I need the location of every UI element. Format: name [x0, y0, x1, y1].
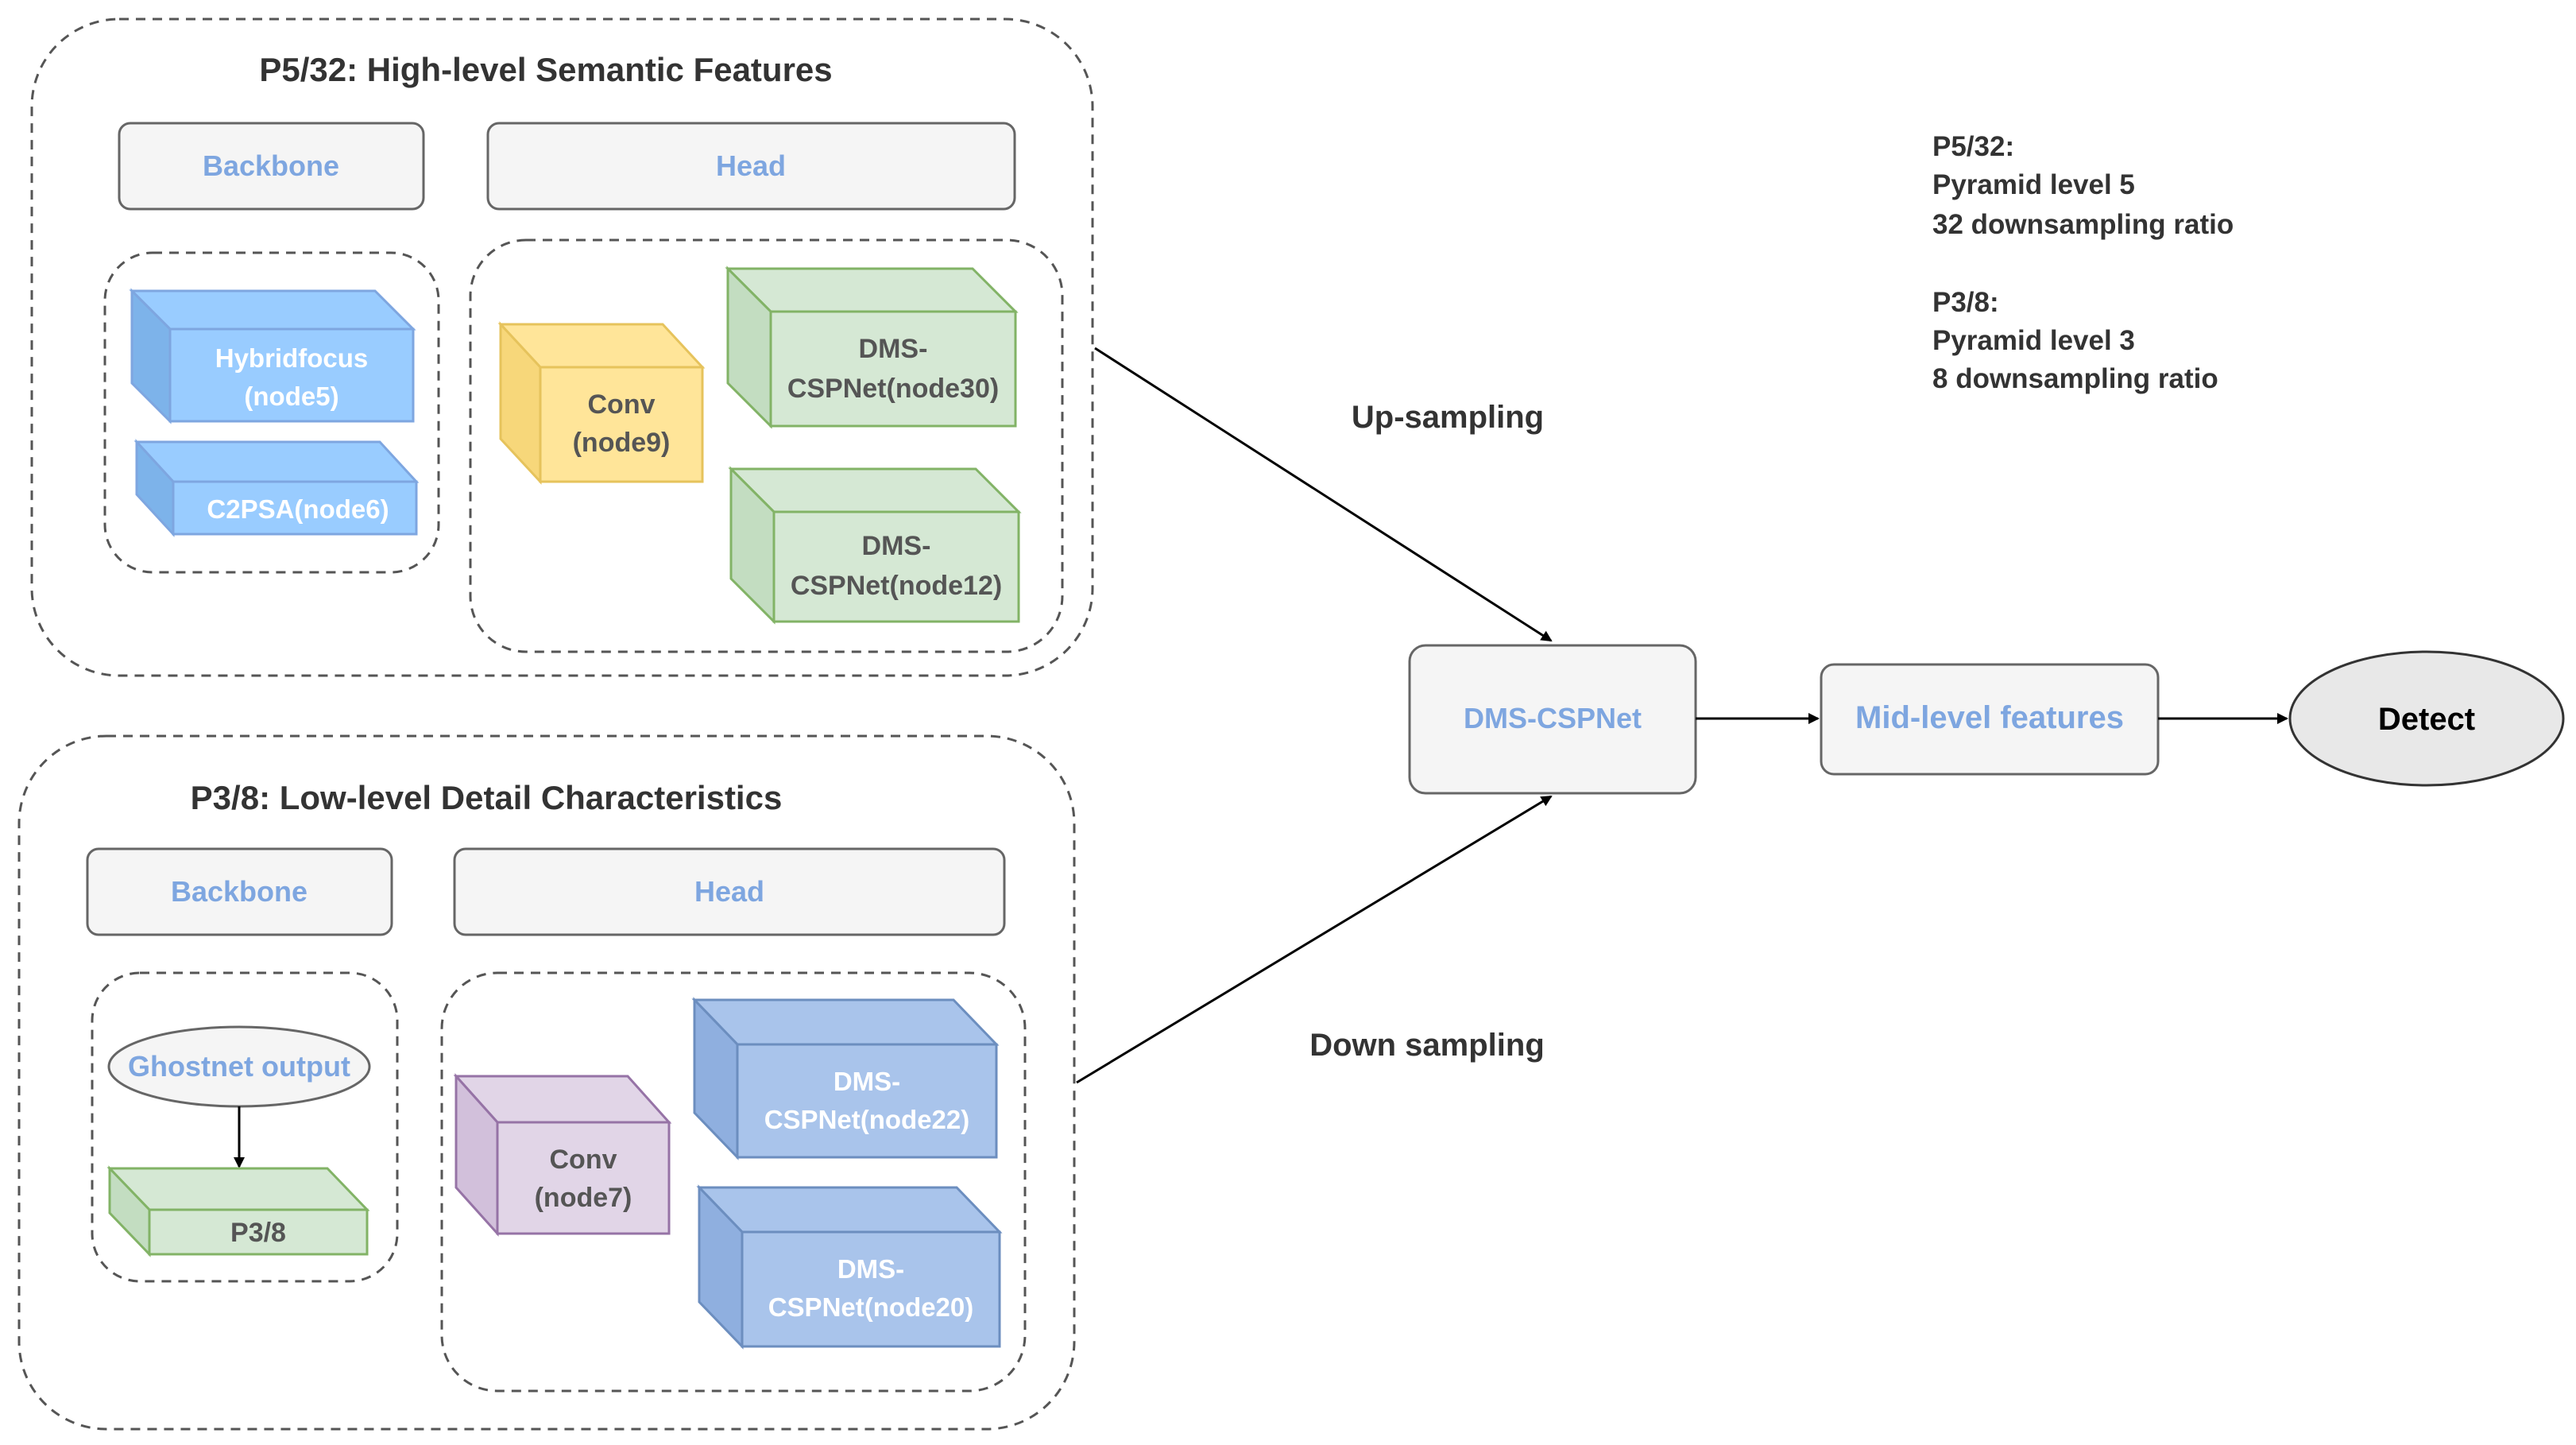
note-p3-line1: Pyramid level 3 [1932, 325, 2135, 356]
dms-cspnet-box-label: DMS-CSPNet [1464, 702, 1642, 734]
top-backbone-label: Backbone [203, 149, 339, 182]
bottom-head-header [453, 847, 1006, 936]
dms-cspnet-node30: DMS- CSPNet(node30) [725, 265, 1019, 429]
note-p3-line2: 8 downsampling ratio [1932, 363, 2218, 394]
note-p5-line1: Pyramid level 5 [1932, 169, 2135, 200]
conv-node9: Conv (node9) [497, 321, 706, 485]
top-group: P5/32: High-level Semantic Features Back… [30, 17, 1094, 677]
bottom-group-title: P3/8: Low-level Detail Characteristics [191, 779, 783, 816]
p38-node: P3/8 [106, 1165, 370, 1257]
bottom-backbone-label: Backbone [171, 875, 307, 908]
top-backbone-header [118, 122, 425, 211]
dms-cspnet-node12: DMS- CSPNet(node12) [728, 466, 1022, 625]
top-group-border [30, 17, 1094, 677]
conv-node9-label-2: (node9) [573, 428, 671, 458]
dms-node12-label-1: DMS- [862, 531, 931, 561]
dms-node30-label-1: DMS- [859, 334, 928, 364]
dms-node12-label-2: CSPNet(node12) [791, 571, 1002, 601]
top-head-header [486, 122, 1016, 211]
bottom-head-container [440, 971, 1027, 1393]
flow-section: Up-sampling Down sampling DMS-CSPNet Mid… [1076, 347, 2565, 1084]
ghostnet-output-node: Ghostnet output [107, 1025, 371, 1108]
dms-node20-label-1: DMS- [837, 1254, 904, 1284]
conv-node7-label-2: (node7) [535, 1183, 632, 1213]
conv-node7-label-1: Conv [550, 1145, 617, 1175]
bottom-backbone-header [86, 847, 393, 936]
hybridfocus-label-2: (node5) [244, 382, 338, 411]
up-sampling-label: Up-sampling [1352, 400, 1544, 435]
dms-cspnet-node20: DMS- CSPNet(node20) [696, 1184, 1003, 1350]
conv-node9-label-1: Conv [588, 389, 656, 420]
bottom-backbone-container [91, 971, 399, 1283]
ghostnet-label: Ghostnet output [128, 1050, 350, 1083]
top-head-label: Head [716, 149, 786, 182]
down-sampling-arrow [1076, 795, 1553, 1084]
conv-node7: Conv (node7) [453, 1073, 672, 1237]
hybridfocus-node: Hybridfocus (node5) [129, 288, 416, 424]
note-p5-title: P5/32: [1932, 131, 2014, 162]
bottom-head-label: Head [694, 875, 764, 908]
up-sampling-arrow [1094, 347, 1553, 642]
notes-section: P5/32: Pyramid level 5 32 downsampling r… [1932, 131, 2234, 394]
p38-label: P3/8 [230, 1218, 286, 1248]
dms-node30-label-2: CSPNet(node30) [787, 374, 999, 404]
c2psa-label: C2PSA(node6) [207, 494, 389, 524]
dms-cspnet-node22: DMS- CSPNet(node22) [691, 997, 1000, 1160]
c2psa-node: C2PSA(node6) [133, 439, 420, 537]
dms-node22-label-1: DMS- [834, 1067, 900, 1096]
dms-node22-label-2: CSPNet(node22) [764, 1105, 970, 1134]
note-p5-line2: 32 downsampling ratio [1932, 209, 2234, 240]
top-head-container [469, 238, 1064, 653]
detect-label: Detect [2378, 702, 2475, 737]
mid-level-features-label: Mid-level features [1855, 700, 2124, 735]
bottom-group-border [17, 734, 1076, 1431]
top-group-title: P5/32: High-level Semantic Features [259, 51, 832, 88]
top-backbone-container [103, 251, 440, 574]
note-p3-title: P3/8: [1932, 287, 1999, 318]
detect-node [2288, 650, 2565, 787]
hybridfocus-label-1: Hybridfocus [215, 343, 369, 373]
down-sampling-label: Down sampling [1309, 1028, 1545, 1063]
dms-node20-label-2: CSPNet(node20) [768, 1292, 974, 1322]
bottom-group: P3/8: Low-level Detail Characteristics B… [17, 734, 1076, 1431]
